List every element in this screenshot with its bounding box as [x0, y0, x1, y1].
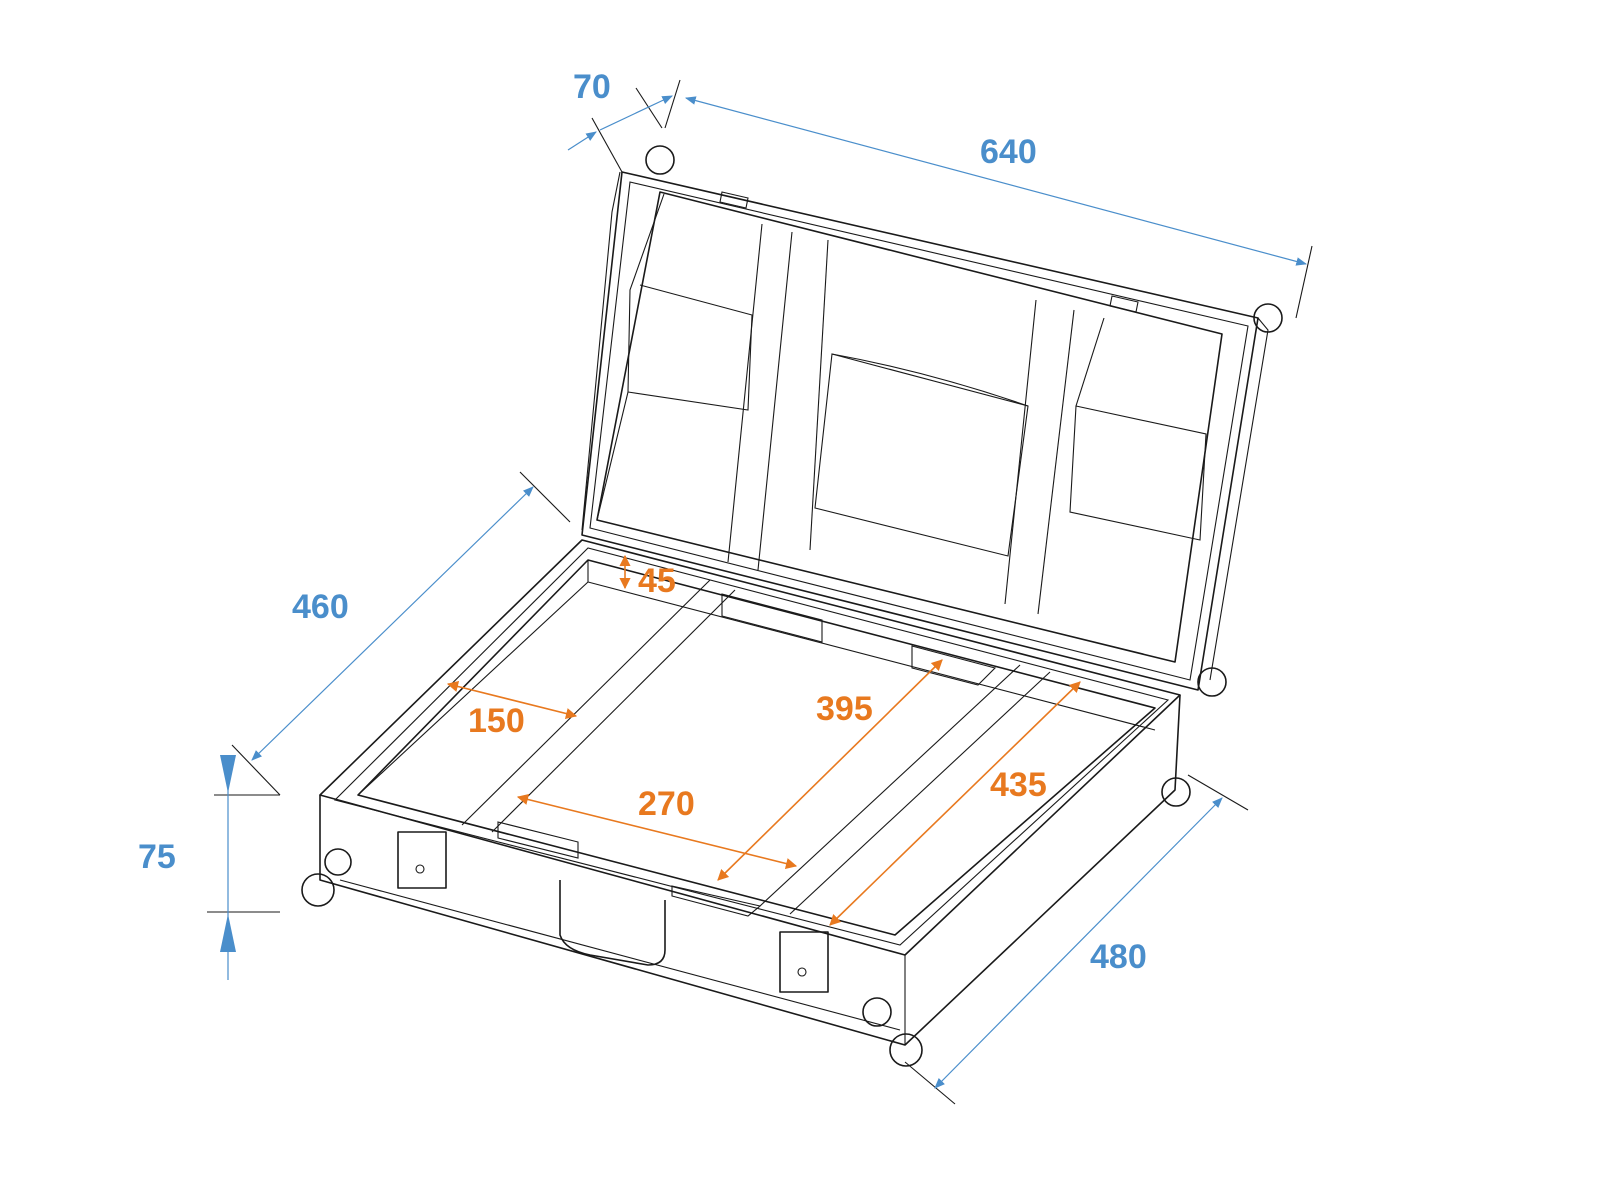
dim-center-compartment-width-label: 270 — [638, 785, 695, 823]
case-lid — [581, 171, 1269, 691]
corner-ball — [889, 1033, 923, 1067]
dim-compartment-height-label: 45 — [638, 562, 676, 600]
corner-ball — [1197, 667, 1227, 697]
latch-right — [779, 931, 829, 993]
dim-lid-height-label: 70 — [573, 68, 611, 106]
latch-left — [397, 831, 447, 889]
dim-right-compartment-depth-label: 435 — [990, 766, 1047, 804]
dim-width-label: 480 — [1090, 938, 1147, 976]
outer-dimensions: 70 640 460 75 480 — [138, 68, 1313, 1105]
corner-ball — [862, 997, 892, 1027]
dim-depth-label: 460 — [292, 588, 349, 626]
handle — [559, 880, 666, 966]
corner-ball — [301, 873, 335, 907]
inner-dimensions: 45 150 270 395 435 — [446, 554, 1081, 926]
corner-ball — [324, 848, 352, 876]
corner-ball — [1253, 303, 1283, 333]
dim-left-compartment-width-label: 150 — [468, 702, 525, 740]
dim-base-height-label: 75 — [138, 838, 176, 876]
corner-ball — [645, 145, 675, 175]
dim-length-label: 640 — [980, 133, 1037, 171]
dim-center-compartment-depth-label: 395 — [816, 690, 873, 728]
case-base — [301, 145, 1283, 1067]
